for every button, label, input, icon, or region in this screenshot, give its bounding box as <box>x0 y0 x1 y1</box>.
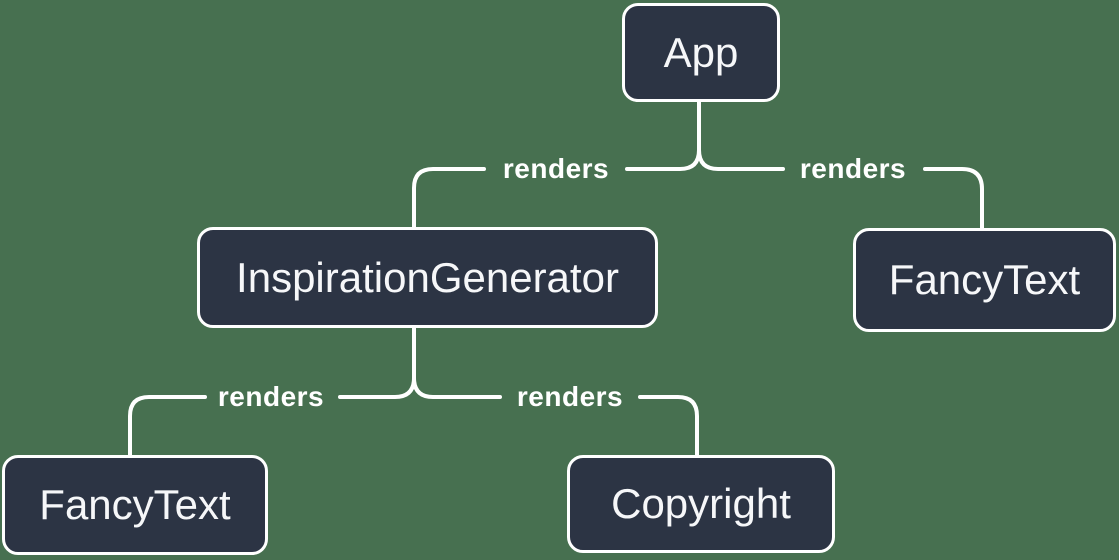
node-inspiration-generator: InspirationGenerator <box>197 227 658 328</box>
edge-label-app-inspirationgenerator: renders <box>502 153 610 184</box>
edge-label-app-fancytext: renders <box>799 153 907 184</box>
edge-label-inspirationgenerator-copyright: renders <box>516 381 624 412</box>
edge-app-to-inspirationgenerator-lower <box>412 167 486 229</box>
node-app: App <box>622 3 780 102</box>
edge-label-inspirationgenerator-fancytext: renders <box>217 381 325 412</box>
node-copyright: Copyright <box>567 455 835 553</box>
edge-app-to-fancytext-upper <box>697 100 785 171</box>
edge-inspirationgenerator-to-copyright-upper <box>412 326 502 399</box>
edge-inspirationgenerator-to-fancytext-lower <box>128 395 207 457</box>
edge-app-to-inspirationgenerator-upper <box>625 100 701 171</box>
node-fancy-text-top-right: FancyText <box>853 228 1116 332</box>
node-fancy-text-bottom-left: FancyText <box>2 455 268 555</box>
edge-inspirationgenerator-to-copyright-lower <box>638 395 699 457</box>
edge-app-to-fancytext-lower <box>923 167 984 230</box>
edge-inspirationgenerator-to-fancytext-upper <box>338 326 416 399</box>
